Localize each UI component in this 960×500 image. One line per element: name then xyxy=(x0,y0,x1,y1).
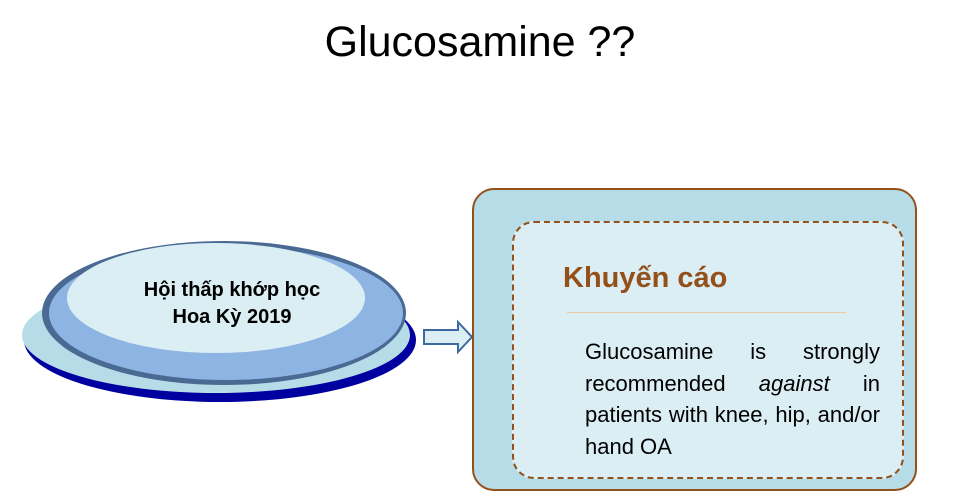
source-label: Hội thấp khớp học Hoa Kỳ 2019 xyxy=(82,277,382,331)
source-line-1: Hội thấp khớp học xyxy=(143,279,321,301)
recommendation-text: Glucosamine is strongly recommended agai… xyxy=(585,336,880,462)
slide-title: Glucosamine ?? xyxy=(324,18,636,66)
divider xyxy=(567,312,846,313)
emphasis-text: against xyxy=(758,370,830,396)
recommendation-heading: Khuyến cáo xyxy=(563,262,728,294)
recommendation-inner-box xyxy=(512,221,904,479)
text-part: Glucosamine is strongly recommended xyxy=(585,339,880,396)
source-line-2: Hoa Kỳ 2019 xyxy=(172,306,292,328)
arrow-right-icon xyxy=(423,319,474,355)
oval-inner xyxy=(67,243,365,353)
text-part: in patients with knee, hip, and/or hand … xyxy=(585,370,880,459)
